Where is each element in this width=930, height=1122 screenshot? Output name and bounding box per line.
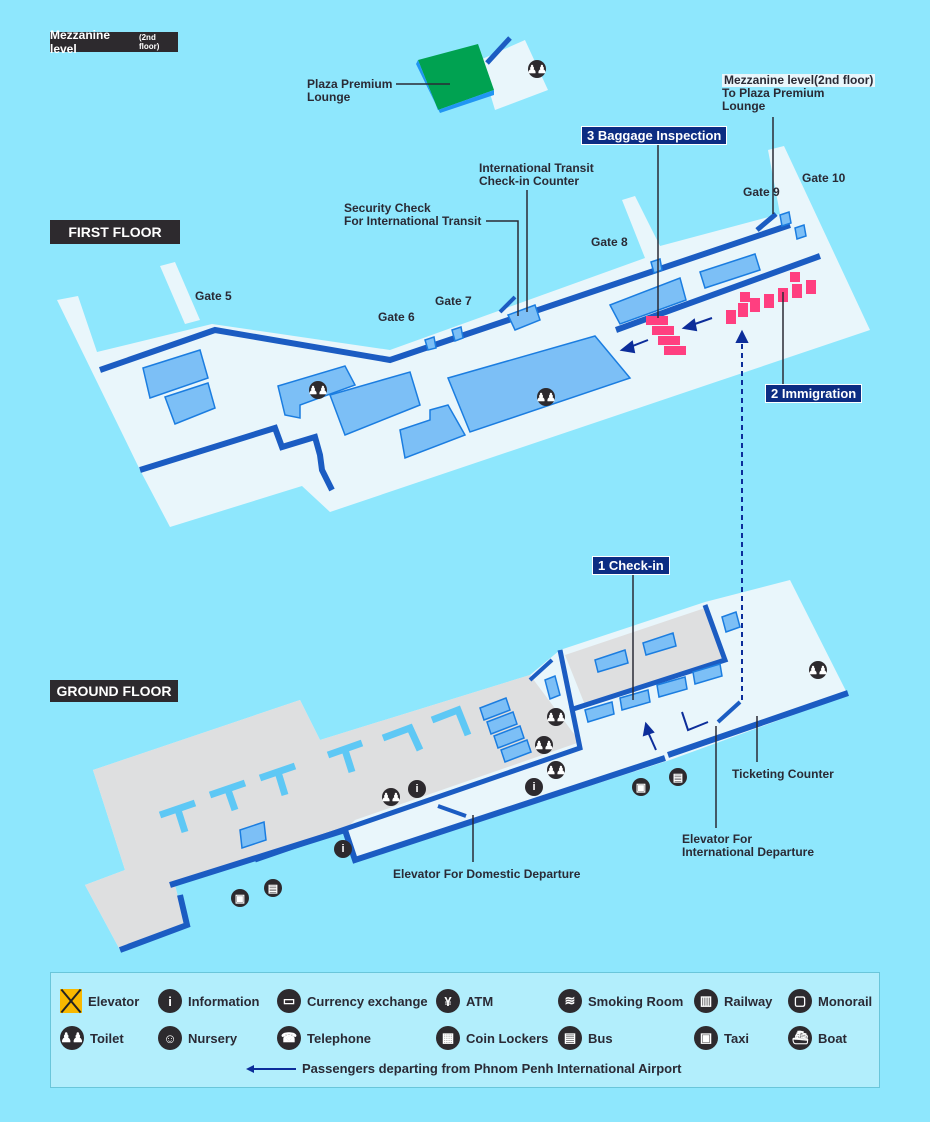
legend-railway: ▥Railway	[694, 989, 772, 1013]
bus-icon: ▤	[264, 879, 282, 897]
currency-exchange-icon: ▭	[277, 989, 301, 1013]
wall	[254, 649, 583, 863]
monorail-icon: ▢	[788, 989, 812, 1013]
coin-locker-icon: ▦	[436, 1026, 460, 1050]
level-ground: GROUND FLOOR	[50, 680, 178, 702]
gate-9: Gate 9	[743, 185, 780, 199]
escalator	[485, 36, 512, 65]
legend-route: Passengers departing from Phnom Penh Int…	[246, 1061, 681, 1076]
step-check-in: 1 Check-in	[592, 556, 670, 575]
bus-icon: ▤	[669, 768, 687, 786]
route-arrow-icon	[246, 1064, 296, 1073]
leader-lines	[396, 83, 784, 862]
taxi-icon: ▣	[694, 1026, 718, 1050]
gate-5: Gate 5	[195, 289, 232, 303]
escalator	[498, 295, 517, 314]
nursery-icon: ☺	[158, 1026, 182, 1050]
telephone-icon: ☎	[277, 1026, 301, 1050]
legend-smoking: ≋Smoking Room	[558, 989, 683, 1013]
legend-atm: ¥ATM	[436, 989, 493, 1013]
legend-elevator: Elevator	[60, 989, 139, 1013]
toilet-icon: ♟♟	[527, 60, 547, 78]
atm-icon: ¥	[436, 989, 460, 1013]
escalator	[528, 658, 554, 682]
legend-currency: ▭Currency exchange	[277, 989, 428, 1013]
toilet-icon: ♟♟	[308, 381, 328, 399]
information-icon: i	[334, 840, 352, 858]
level-name: Mezzanine level	[50, 28, 111, 56]
wall	[99, 222, 791, 373]
escalator	[437, 804, 467, 818]
wall	[118, 894, 191, 953]
toilet-icon: ♟♟	[60, 1026, 84, 1050]
toilet-icon: ♟♟	[808, 661, 828, 679]
legend-bus: ▤Bus	[558, 1026, 613, 1050]
toilet-icon: ♟♟	[546, 708, 566, 726]
taxi-icon: ▣	[231, 889, 249, 907]
label-to-lounge: Mezzanine level(2nd floor)To Plaza Premi…	[722, 73, 876, 113]
step-baggage-inspection: 3 Baggage Inspection	[581, 126, 728, 145]
smoking-icon: ≋	[558, 989, 582, 1013]
toilet-icon: ♟♟	[534, 736, 554, 754]
wall	[139, 424, 335, 492]
toilet-icon: ♟♟	[536, 388, 556, 406]
legend-taxi: ▣Taxi	[694, 1026, 749, 1050]
legend-telephone: ☎Telephone	[277, 1026, 371, 1050]
gate-7: Gate 7	[435, 294, 472, 308]
level-first: FIRST FLOOR	[50, 220, 180, 244]
bus-icon: ▤	[558, 1026, 582, 1050]
boat-icon: ⛴	[788, 1026, 812, 1050]
gate-8: Gate 8	[591, 235, 628, 249]
gate-10: Gate 10	[802, 171, 846, 185]
legend-toilet: ♟♟Toilet	[60, 1026, 124, 1050]
departure-route	[619, 317, 749, 751]
information-icon: i	[158, 989, 182, 1013]
escalator	[755, 212, 778, 232]
counters	[239, 611, 741, 850]
legend-boat: ⛴Boat	[788, 1026, 847, 1050]
legend-nursery: ☺Nursery	[158, 1026, 237, 1050]
information-icon: i	[525, 778, 543, 796]
information-icon: i	[408, 780, 426, 798]
wall	[667, 690, 849, 758]
label-ticketing: Ticketing Counter	[732, 767, 834, 781]
toilet-icon: ♟♟	[381, 788, 401, 806]
gate-6: Gate 6	[378, 310, 415, 324]
level-sub: (2nd floor)	[138, 33, 160, 51]
railway-icon: ▥	[694, 989, 718, 1013]
legend-coin-lockers: ▦Coin Lockers	[436, 1026, 548, 1050]
taxi-icon: ▣	[632, 778, 650, 796]
plaza-premium-lounge	[418, 44, 494, 110]
ground-floor-domestic	[85, 675, 580, 950]
elevator-icon	[60, 989, 82, 1013]
step-immigration: 2 Immigration	[765, 384, 863, 403]
wall	[569, 604, 729, 713]
escalator	[716, 700, 742, 724]
level-mezzanine: Mezzanine level (2nd floor)	[50, 28, 178, 56]
mezzanine-floor	[480, 40, 548, 110]
label-elevator-domestic: Elevator For Domestic Departure	[393, 867, 581, 881]
toilet-icon: ♟♟	[546, 761, 566, 779]
check-in-islands	[158, 705, 472, 834]
legend-monorail: ▢Monorail	[788, 989, 872, 1013]
